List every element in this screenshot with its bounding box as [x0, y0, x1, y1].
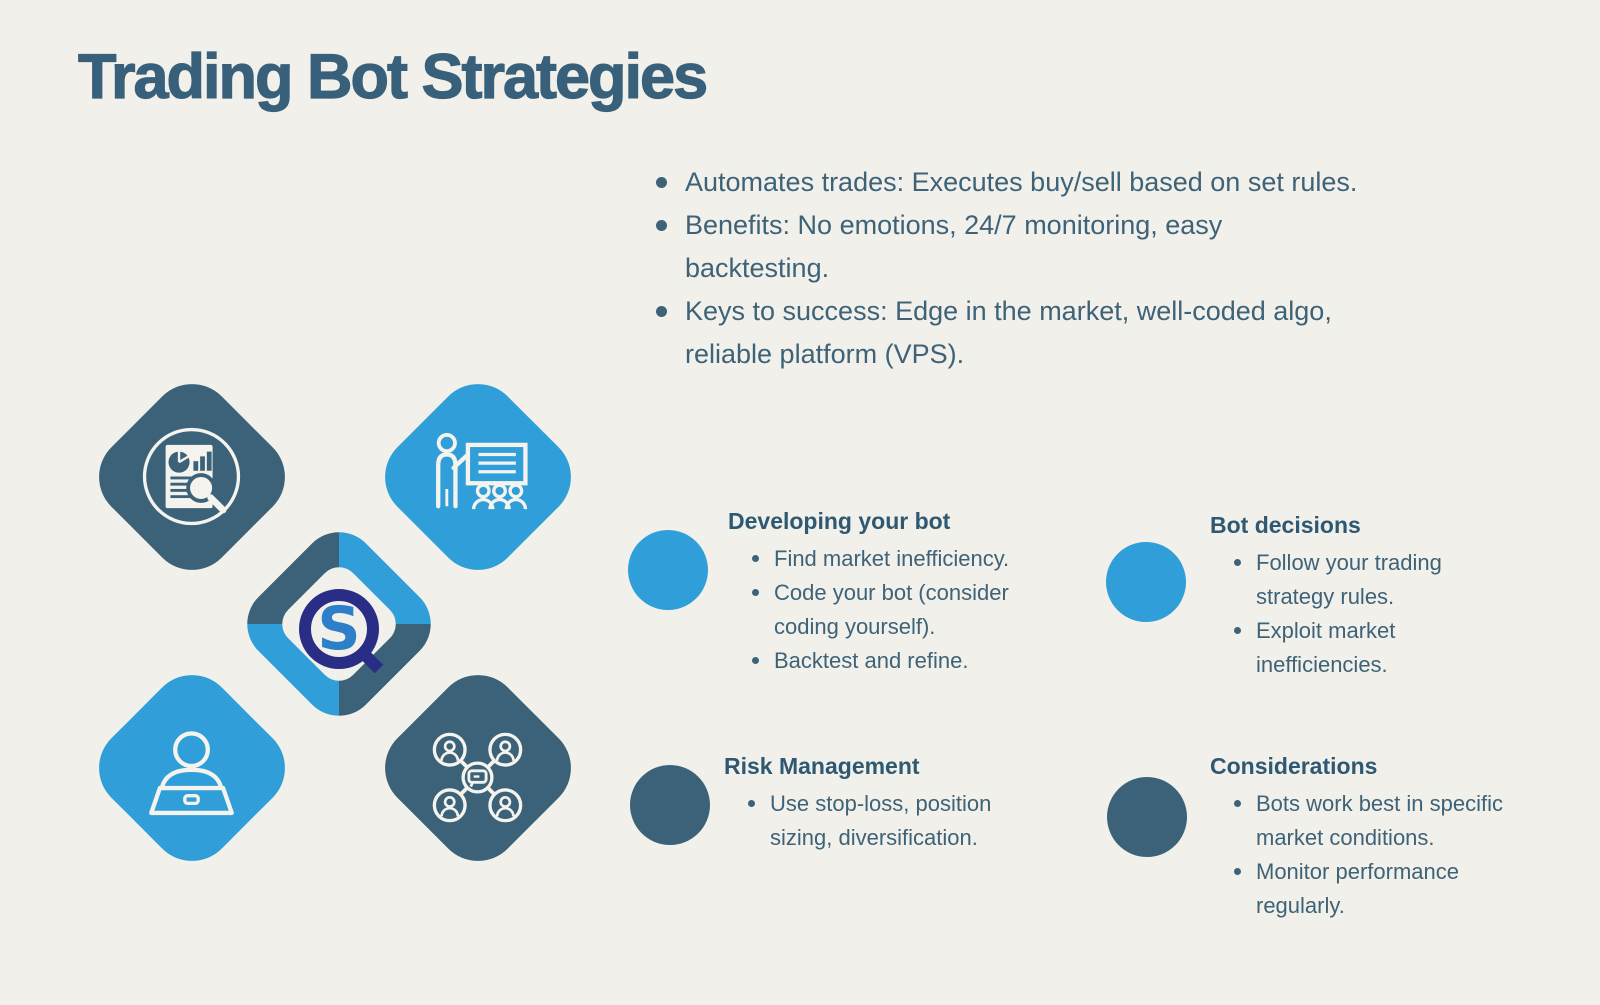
bullet-text: Find market inefficiency. [774, 546, 1010, 571]
bullet-dot [1234, 559, 1241, 566]
bullet-dot [1234, 627, 1241, 634]
section-considerations: Considerations Bots work best in specifi… [1210, 752, 1503, 923]
member-busts [440, 740, 515, 817]
section-title: Bot decisions [1210, 512, 1361, 538]
intro-list: Automates trades: Executes buy/sell base… [650, 161, 1510, 376]
bullet-dot [752, 555, 759, 562]
section-marker-circle [1107, 777, 1187, 857]
presentation-icon [436, 432, 528, 510]
section-title: Considerations [1210, 753, 1378, 779]
bullet-item: Automates trades: Executes buy/sell base… [650, 161, 1510, 204]
bullet-dot [1234, 800, 1241, 807]
logo-letter: S [317, 594, 360, 664]
bullet-dot [748, 800, 755, 807]
section-marker-circle [1106, 542, 1186, 622]
page-title: Trading Bot Strategies [77, 42, 708, 112]
community-icon [432, 732, 523, 823]
bullet-dot [752, 589, 759, 596]
section-marker-circle [630, 765, 710, 845]
brand-logo-icon: S [299, 589, 384, 674]
section-title: Risk Management [724, 753, 920, 779]
bullet-text: Benefits: No emotions, 24/7 monitoring, … [685, 210, 1223, 283]
bullet-dot [656, 306, 667, 317]
bullet-text: Automates trades: Executes buy/sell base… [685, 167, 1358, 197]
section-title: Developing your bot [728, 508, 951, 534]
diamond-cluster: S [60, 340, 620, 900]
section-bullet-list: Find market inefficiency. Code your bot (… [728, 542, 1009, 678]
bullet-item: Keys to success: Edge in the market, wel… [650, 290, 1510, 376]
chat-bubble [467, 769, 488, 788]
audience-figures [471, 483, 528, 510]
bullet-text: Keys to success: Edge in the market, wel… [685, 296, 1332, 369]
bullet-item: Find market inefficiency. [743, 542, 1009, 576]
bullet-item: Backtest and refine. [743, 644, 1009, 678]
person-laptop-icon [149, 731, 234, 816]
report-analysis-icon [142, 427, 241, 526]
bullet-dot [656, 177, 667, 188]
section-marker-circle [628, 530, 708, 610]
bullet-dot [1234, 868, 1241, 875]
bullet-dot [752, 657, 759, 664]
section-developing: Developing your bot Find market ineffici… [728, 507, 1009, 678]
bullet-text: Backtest and refine. [774, 648, 969, 673]
bullet-item: Benefits: No emotions, 24/7 monitoring, … [650, 204, 1510, 290]
bullet-dot [656, 220, 667, 231]
